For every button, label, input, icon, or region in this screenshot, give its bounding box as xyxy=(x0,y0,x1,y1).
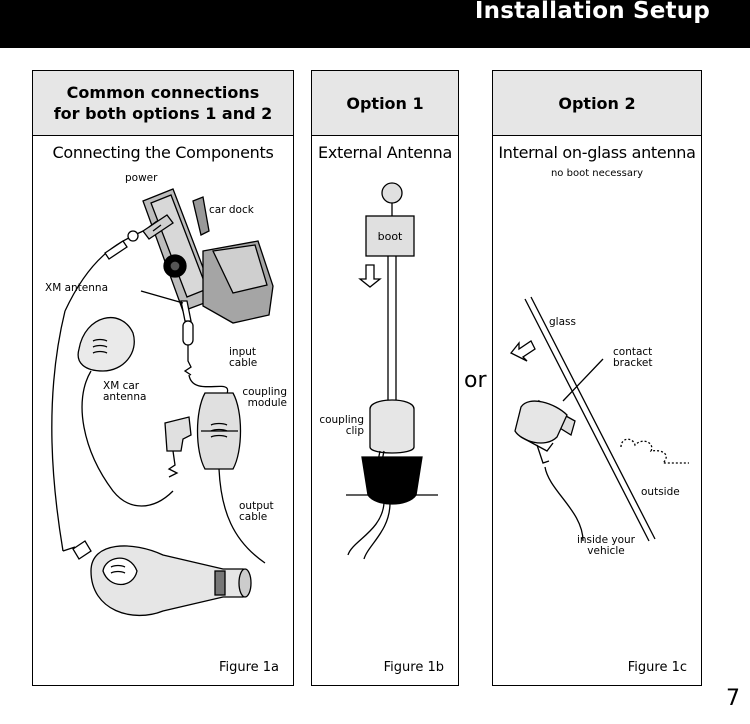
panel-note-option-2: no boot necessary xyxy=(550,168,644,179)
label-output-line2: cable xyxy=(239,511,268,523)
panel-subtitle-option-2: Internal on-glass antenna xyxy=(498,143,696,162)
panel-header-option-2: Option 2 xyxy=(493,71,701,136)
panel-subtitle-option-1: External Antenna xyxy=(318,143,452,162)
xm-car-antenna-drawing xyxy=(77,317,174,507)
label-boot: boot xyxy=(377,230,403,243)
label-coupling-clip: coupling clip xyxy=(314,415,364,437)
arrow-right-icon xyxy=(509,340,536,362)
header-line-1: Common connections xyxy=(66,83,260,102)
label-contact-bracket: contact bracket xyxy=(613,347,652,369)
panel-header-common: Common connections for both options 1 an… xyxy=(33,71,293,136)
label-power: power xyxy=(125,172,158,184)
label-coupling-module: coupling module xyxy=(229,387,287,409)
antenna-tip xyxy=(381,182,403,204)
page-title: Installation Setup xyxy=(474,0,710,24)
figure-caption-1c: Figure 1c xyxy=(627,660,687,675)
label-coupling-line1: coupling xyxy=(242,386,287,398)
angle-connector-drawing xyxy=(164,416,192,478)
label-xm-antenna: XM antenna xyxy=(45,282,108,294)
label-inside-line2: vehicle xyxy=(587,545,625,557)
label-input-line1: input xyxy=(229,346,257,358)
label-xm-car-line2: antenna xyxy=(103,391,147,403)
label-inside-vehicle: inside your vehicle xyxy=(561,535,651,557)
external-antenna-illustration xyxy=(346,182,438,560)
label-input-cable: input cable xyxy=(229,347,257,369)
page-number: 7 xyxy=(726,686,740,711)
label-xm-car-line1: XM car xyxy=(103,380,140,392)
components-illustration xyxy=(51,188,274,617)
label-car-dock: car dock xyxy=(209,204,254,216)
power-plug-drawing xyxy=(64,214,174,312)
cloud-outline xyxy=(620,438,689,464)
panel-option-1: Option 1 External Antenna boot coupling … xyxy=(311,70,459,686)
xm-antenna-connector xyxy=(140,290,194,376)
label-clip-line2: clip xyxy=(345,425,364,437)
label-output-cable: output cable xyxy=(239,501,274,523)
label-xm-car-antenna: XM car antenna xyxy=(103,381,146,403)
label-input-line2: cable xyxy=(229,357,258,369)
coupling-clip-drawing xyxy=(369,399,415,454)
lighter-adapter-drawing xyxy=(62,540,252,617)
windshield-glass-inner xyxy=(524,298,650,542)
label-inside-line1: inside your xyxy=(576,534,636,546)
figure-caption-1a: Figure 1a xyxy=(218,660,279,675)
title-bar: Installation Setup xyxy=(0,0,750,48)
label-outside: outside xyxy=(641,486,680,498)
panel-option-2: Option 2 Internal on-glass antenna no bo… xyxy=(492,70,702,686)
panel-subtitle-common: Connecting the Components xyxy=(52,143,274,162)
label-output-line1: output xyxy=(239,500,274,512)
label-contact-line2: bracket xyxy=(613,357,653,369)
panel-common-connections: Common connections for both options 1 an… xyxy=(32,70,294,686)
on-glass-illustration xyxy=(509,296,689,542)
label-contact-line1: contact xyxy=(613,346,653,358)
antenna-base xyxy=(361,456,423,505)
or-separator: or xyxy=(464,368,487,393)
panel-header-option-1: Option 1 xyxy=(312,71,458,136)
output-cable-line xyxy=(218,468,266,564)
label-clip-line1: coupling xyxy=(319,414,364,426)
windshield-glass-outer xyxy=(530,296,656,540)
power-cable xyxy=(51,310,66,552)
label-coupling-line2: module xyxy=(247,397,287,409)
arrow-down-icon xyxy=(358,264,382,288)
glass-antenna-body xyxy=(514,400,568,444)
label-glass: glass xyxy=(549,316,576,328)
coupling-module-drawing xyxy=(196,392,242,470)
antenna-boot xyxy=(365,215,415,257)
header-line-2: for both options 1 and 2 xyxy=(53,104,273,123)
figure-caption-1b: Figure 1b xyxy=(383,660,444,675)
